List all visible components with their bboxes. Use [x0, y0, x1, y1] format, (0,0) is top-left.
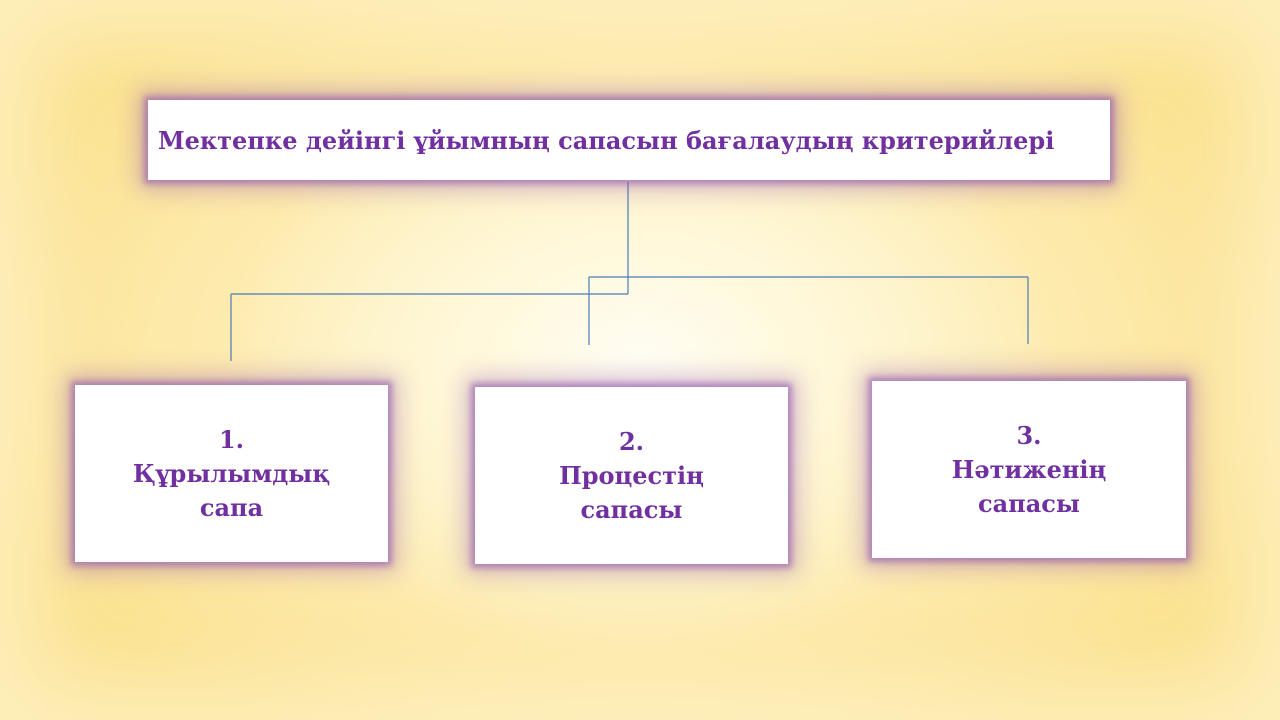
criterion-number-3: 3.	[1016, 420, 1042, 450]
criterion-number-1: 1.	[218, 424, 245, 454]
criterion-line2-3: сапасы	[978, 488, 1080, 518]
diagram-title-box: Мектепке дейінгі ұйымның сапасын бағалау…	[148, 100, 1110, 180]
criterion-line1-2: Процестің	[559, 460, 704, 490]
criterion-line2-2: сапасы	[580, 494, 683, 524]
criterion-line1-1: Құрылымдық	[132, 458, 331, 488]
criterion-line1-3: Нәтиженің	[951, 454, 1107, 484]
criterion-box-1: 1. Құрылымдық сапа	[75, 385, 388, 562]
diagram-title: Мектепке дейінгі ұйымның сапасын бағалау…	[158, 125, 1055, 155]
criterion-box-2: 2. Процестің сапасы	[475, 387, 788, 564]
criterion-box-3: 3. Нәтиженің сапасы	[872, 381, 1186, 558]
criterion-line2-1: сапа	[199, 492, 264, 522]
criterion-number-2: 2.	[618, 426, 645, 456]
